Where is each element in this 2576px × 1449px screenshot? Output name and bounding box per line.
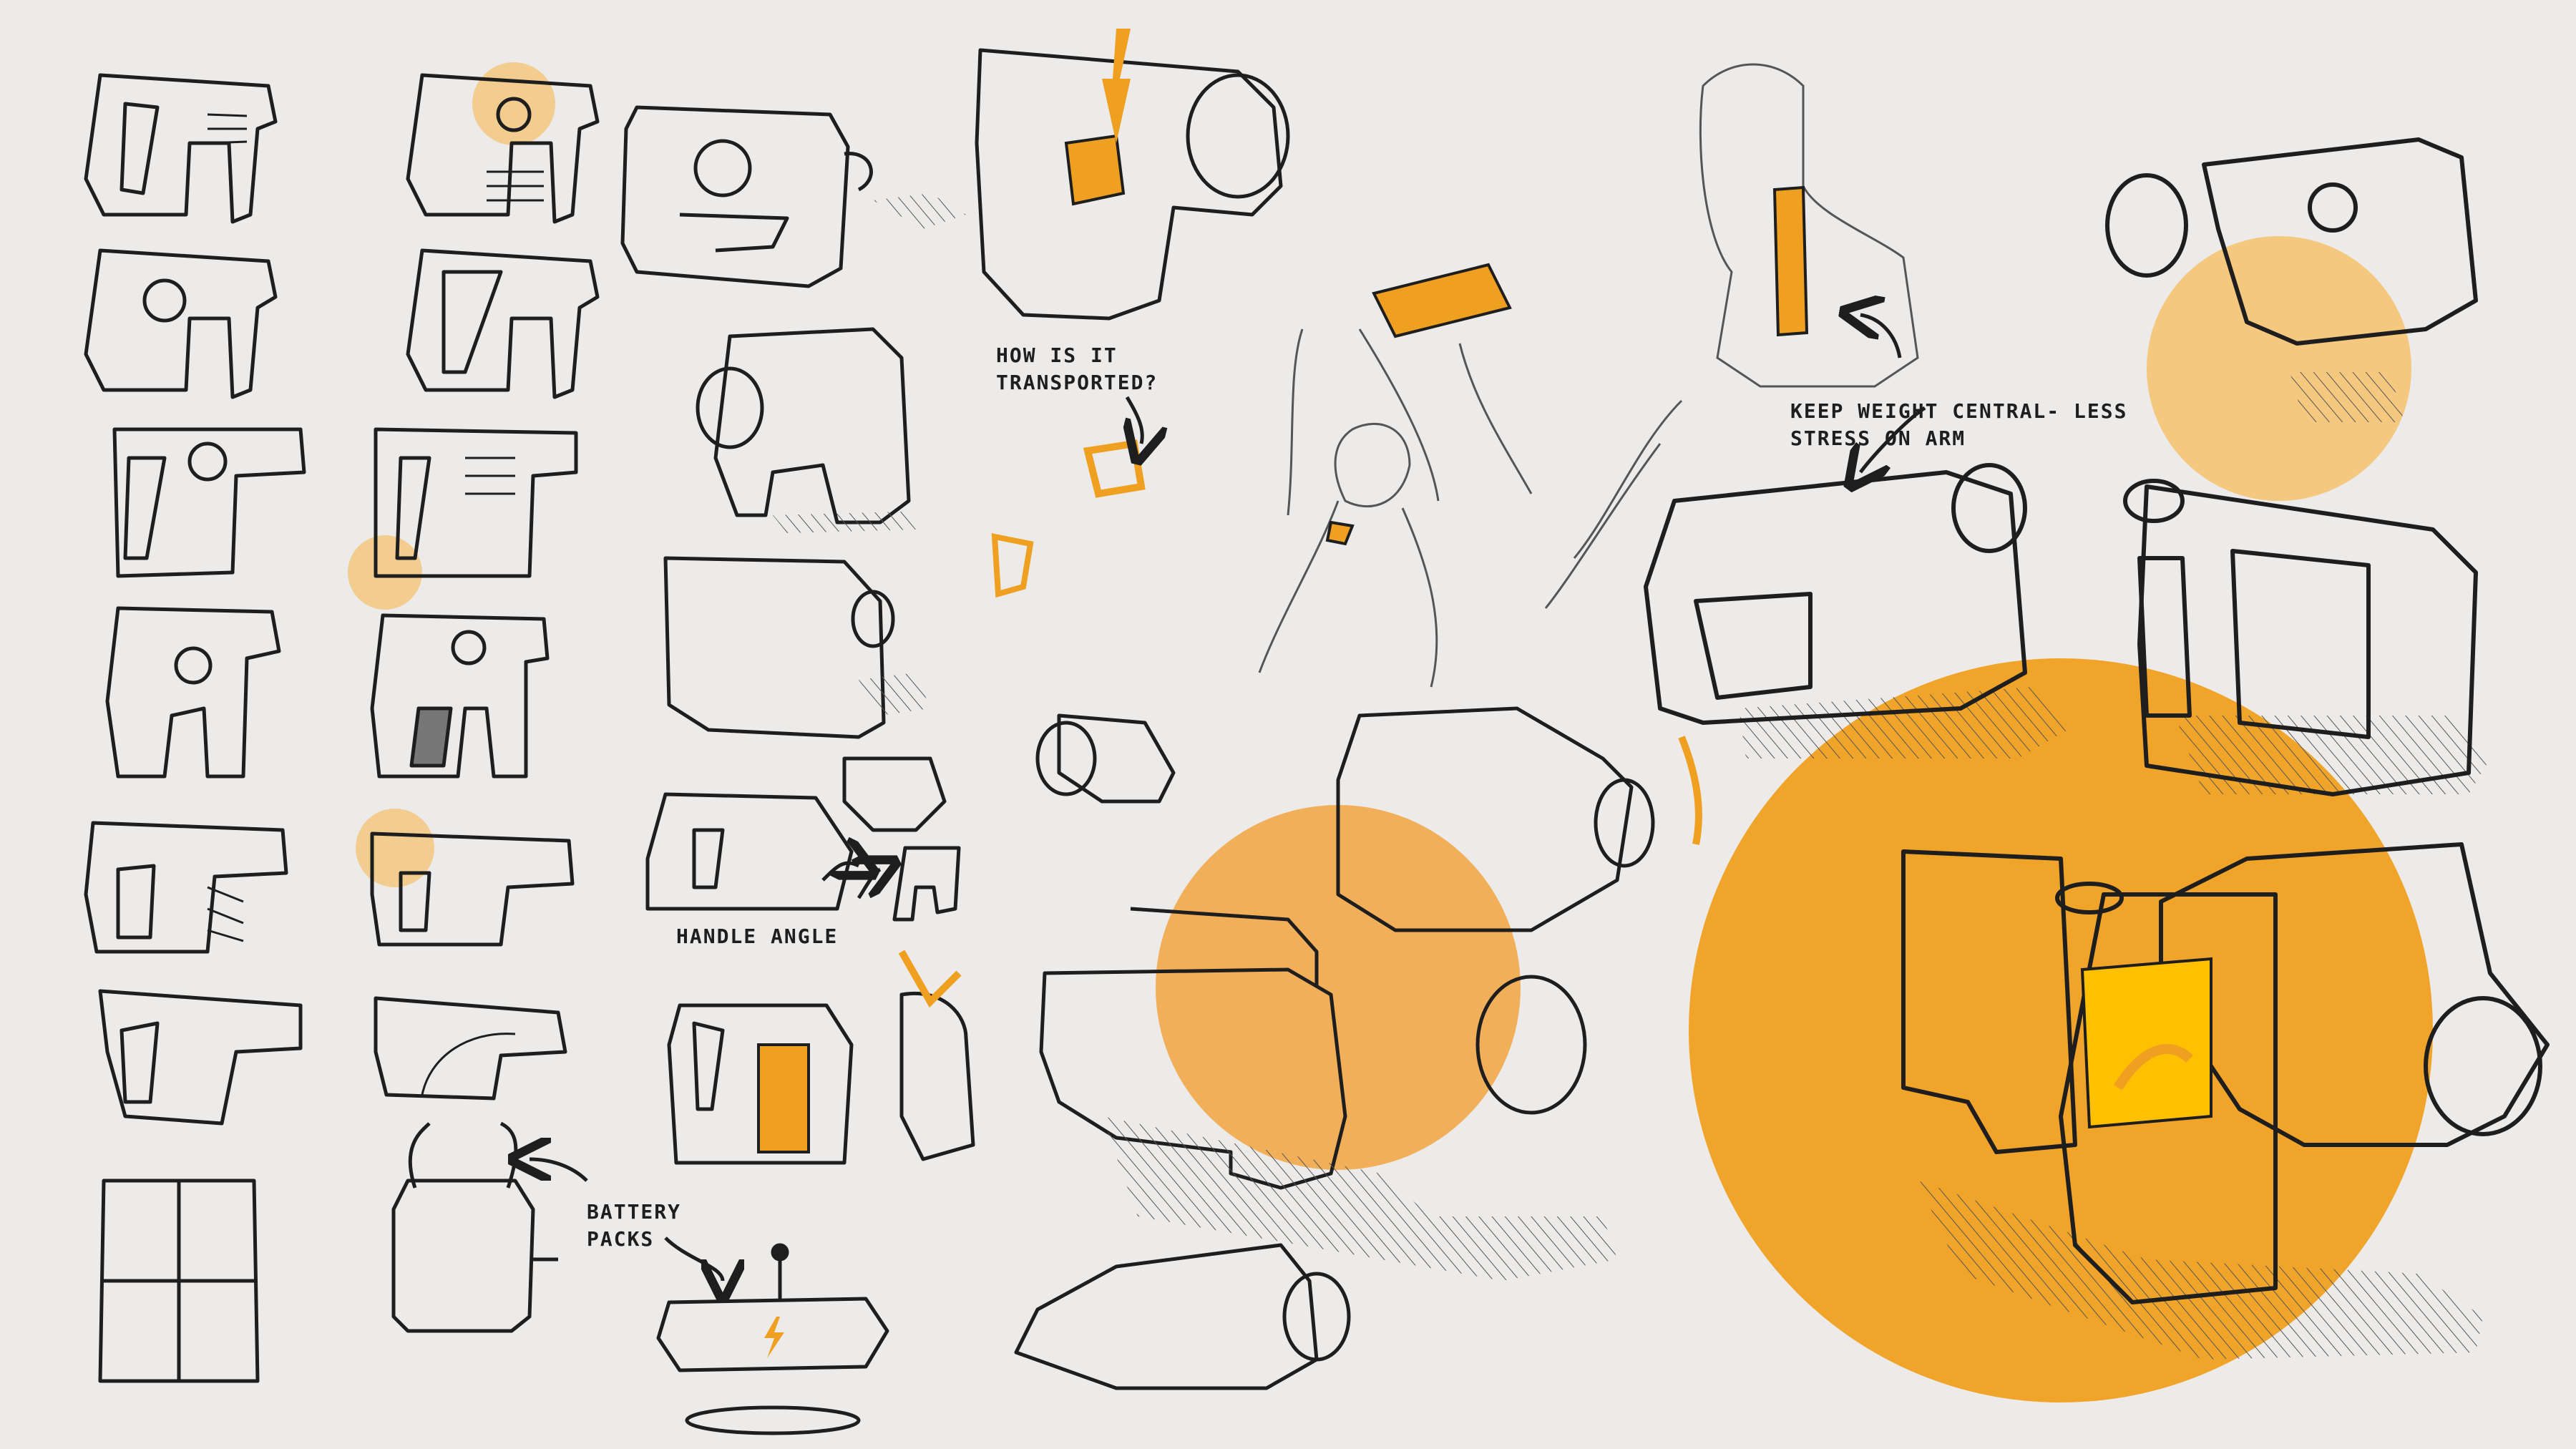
- arrow-icon: [1860, 315, 1902, 358]
- battery-highlights: [757, 29, 2212, 1153]
- annotation-transport-line2: TRANSPORTED?: [996, 370, 1158, 394]
- arrow-icon: [530, 1159, 588, 1182]
- accent-circles: [348, 62, 2433, 1402]
- concept-sketches-right: [1644, 137, 2550, 1304]
- annotation-handle-angle: HANDLE ANGLE: [676, 923, 838, 950]
- annotation-battery: BATTERY PACKS: [587, 1199, 681, 1253]
- accent-circle-big-right: [1689, 658, 2433, 1402]
- arrow-icon: [1127, 396, 1142, 444]
- lightning-icon: [764, 1317, 784, 1358]
- annotation-weight: KEEP WEIGHT CENTRAL- LESS STRESS ON ARM: [1790, 398, 2127, 452]
- annotation-battery-line1: BATTERY: [587, 1200, 682, 1224]
- arrow-icon: [664, 1236, 723, 1281]
- shadow-hatching: [773, 193, 2490, 1360]
- concept-sketches-middle: [620, 48, 1655, 1435]
- figure-sketches: [1258, 63, 1919, 688]
- annotation-weight-line1: KEEP WEIGHT CENTRAL- LESS: [1790, 399, 2128, 423]
- arrow-icon: [1860, 406, 1926, 472]
- annotation-transport: HOW IS IT TRANSPORTED?: [996, 342, 1158, 396]
- arrow-icon: [859, 869, 880, 899]
- thumbnail-sketches-column-1: [84, 73, 306, 1383]
- accent-circle-mid: [1156, 805, 1521, 1170]
- arrow-icon: [821, 863, 859, 882]
- annotation-battery-line2: PACKS: [587, 1226, 655, 1251]
- annotation-handle-angle-text: HANDLE ANGLE: [676, 924, 839, 948]
- thumbnail-sketches-column-2: [370, 73, 600, 1333]
- annotation-arrows: [530, 315, 1926, 1281]
- annotation-transport-line1: HOW IS IT: [996, 343, 1118, 367]
- accent-circle-top-right: [2147, 236, 2411, 501]
- annotation-weight-line2: STRESS ON ARM: [1790, 426, 1966, 450]
